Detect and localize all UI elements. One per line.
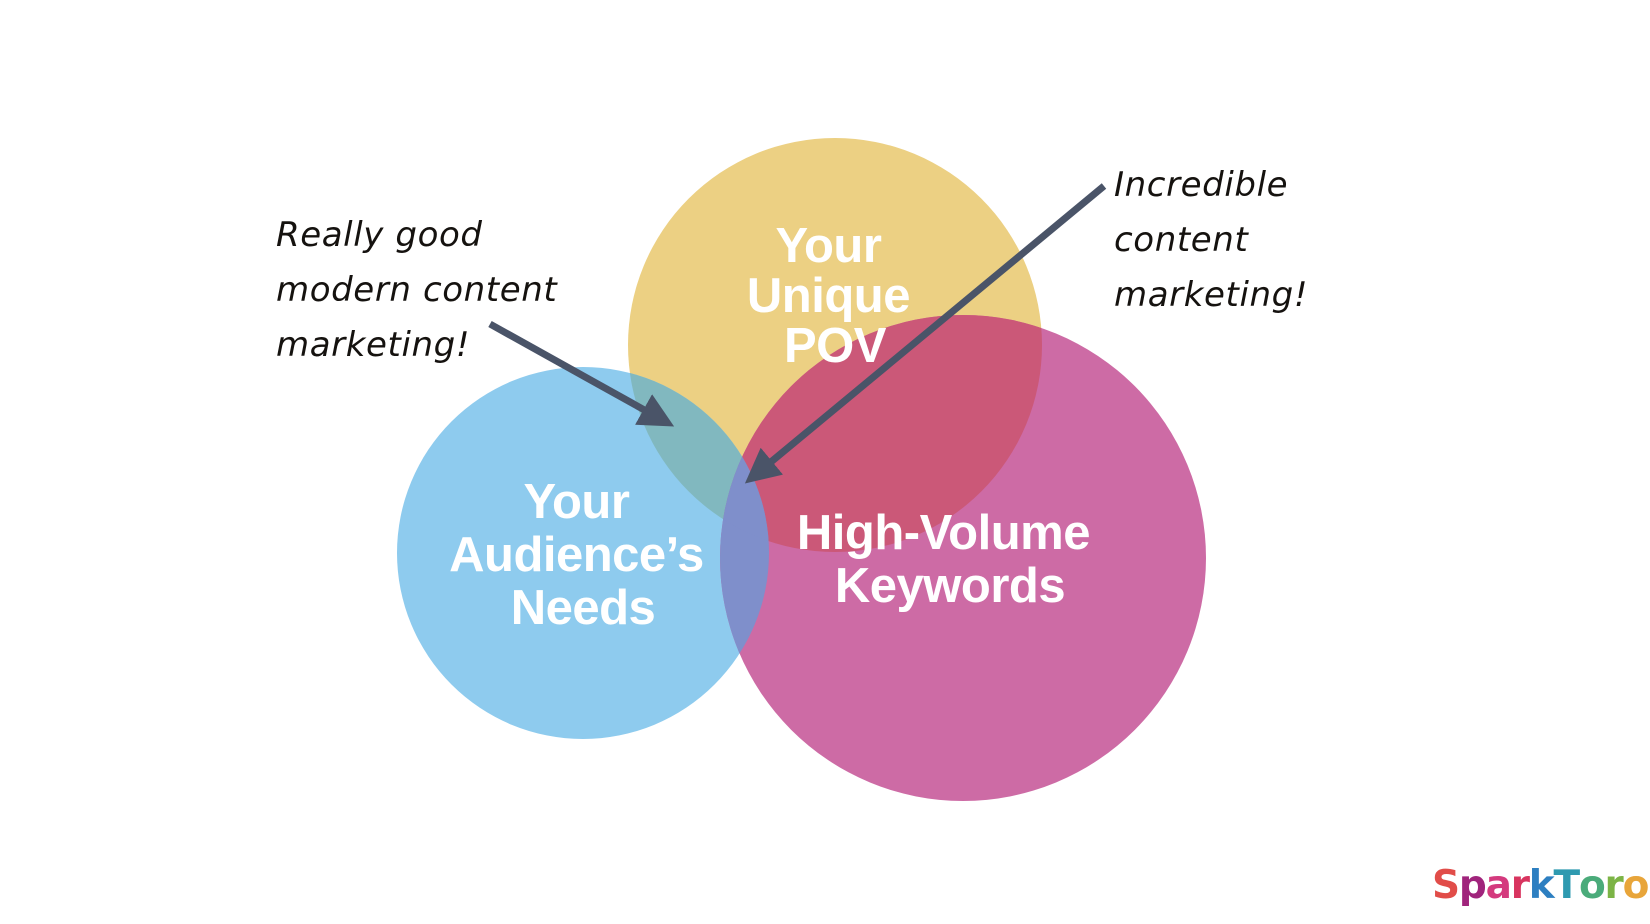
logo-letter-7: r	[1604, 863, 1624, 908]
logo-letter-4: k	[1528, 863, 1555, 908]
annotation-text-left: Really good modern content marketing!	[276, 215, 558, 366]
logo-letter-1: p	[1458, 863, 1487, 908]
logo-letter-5: T	[1553, 863, 1581, 908]
logo-letter-2: a	[1485, 863, 1512, 908]
annotation-arrow-left	[488, 320, 675, 427]
logo-letter-0: S	[1432, 863, 1460, 908]
circle-label-audience-needs: Your Audience’s Needs	[449, 475, 717, 635]
annotation-arrow-right	[744, 183, 1107, 484]
logo-letter-6: o	[1578, 863, 1606, 908]
logo-letter-3: r	[1510, 863, 1530, 908]
circle-label-unique-pov: Your Unique POV	[747, 219, 923, 373]
overlap-group-yellow	[628, 315, 1042, 552]
annotation-text-right: Incredible content marketing!	[1114, 165, 1309, 316]
logo-letter-8: o	[1622, 863, 1650, 908]
overlap-pov-keywords	[720, 315, 1042, 552]
overlap-pov-audience	[628, 367, 769, 552]
circle-label-high-volume-keywords: High-Volume Keywords	[797, 506, 1103, 613]
